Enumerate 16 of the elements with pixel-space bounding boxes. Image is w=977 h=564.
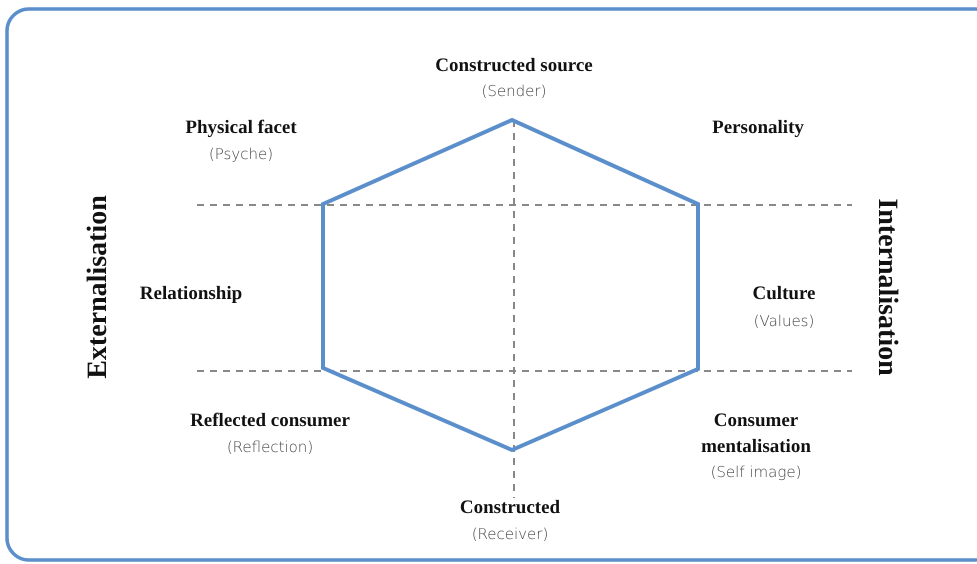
subheading: (Receiver) bbox=[472, 525, 548, 543]
subheading: (Reflection) bbox=[226, 438, 314, 456]
subheading: (Values) bbox=[754, 312, 814, 330]
subheading: (Self image) bbox=[710, 463, 802, 481]
heading: Personality bbox=[712, 117, 804, 139]
heading: Consumer mentalisation bbox=[700, 409, 812, 459]
heading: Reflected consumer bbox=[190, 410, 350, 432]
heading: Physical facet bbox=[185, 117, 297, 139]
heading: Relationship bbox=[140, 283, 242, 305]
heading: Constructed source bbox=[435, 55, 593, 77]
axis-label: Externalisation bbox=[82, 195, 114, 379]
axis-label: Internalisation bbox=[871, 198, 903, 376]
subheading: (Psyche) bbox=[208, 145, 274, 163]
subheading: (Sender) bbox=[482, 82, 546, 100]
heading: Constructed bbox=[460, 497, 560, 519]
heading: Culture bbox=[752, 283, 816, 305]
